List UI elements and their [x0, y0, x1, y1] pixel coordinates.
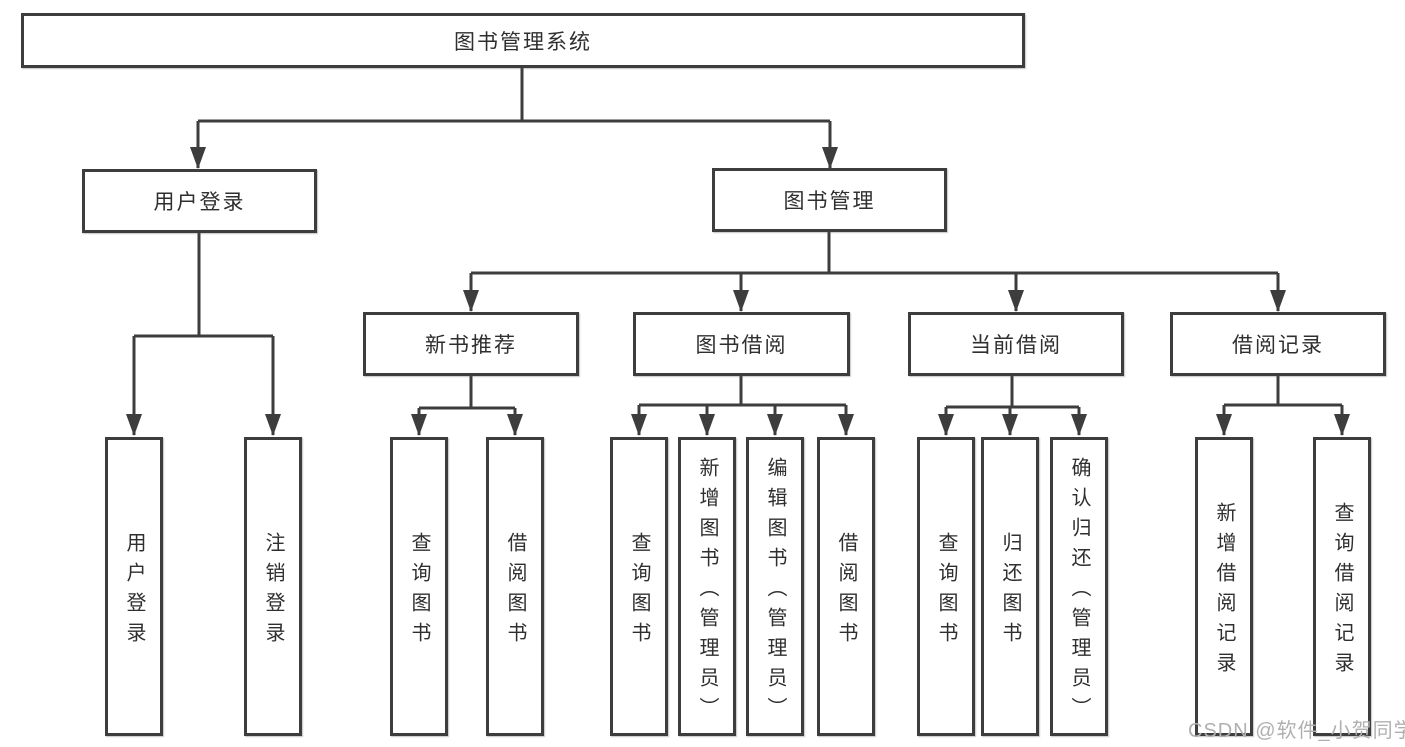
- node-leaf-records-add-record: 新增借阅记录: [1195, 437, 1253, 736]
- node-root-system: 图书管理系统: [21, 13, 1025, 68]
- node-leaf-borrow-query-books-label: 查询图书: [628, 531, 650, 652]
- watermark: CSDN @软件_小贺同学: [1188, 720, 1405, 742]
- node-book-borrowing: 图书借阅: [633, 312, 850, 376]
- node-leaf-user-login: 用户登录: [105, 437, 163, 736]
- node-leaf-current-query-books: 查询图书: [917, 437, 975, 736]
- node-leaf-borrow-edit-books-admin: 编辑图书（管理员）: [746, 437, 804, 736]
- node-leaf-current-return-books: 归还图书: [981, 437, 1039, 736]
- node-leaf-rec-borrow-books: 借阅图书: [486, 437, 544, 736]
- node-leaf-borrow-add-books-admin: 新增图书（管理员）: [678, 437, 736, 736]
- node-borrowing-records-label: 借阅记录: [1232, 334, 1324, 357]
- node-leaf-records-add-record-label: 新增借阅记录: [1213, 501, 1235, 682]
- node-leaf-borrow-borrow-books: 借阅图书: [817, 437, 875, 736]
- node-new-book-recommend: 新书推荐: [363, 312, 579, 376]
- node-user-login-label: 用户登录: [153, 191, 246, 214]
- node-leaf-borrow-add-books-admin-label: 新增图书（管理员）: [696, 456, 718, 727]
- tree-branch-lines: [134, 68, 1342, 410]
- node-leaf-rec-borrow-books-label: 借阅图书: [504, 531, 526, 652]
- node-leaf-user-login-label: 用户登录: [123, 531, 145, 652]
- node-book-management: 图书管理: [712, 168, 947, 232]
- node-current-borrowing: 当前借阅: [908, 312, 1124, 376]
- node-current-borrowing-label: 当前借阅: [970, 334, 1062, 357]
- node-leaf-current-confirm-return-admin: 确认归还（管理员）: [1050, 437, 1108, 736]
- node-leaf-current-confirm-return-admin-label: 确认归还（管理员）: [1068, 456, 1090, 727]
- node-book-management-label: 图书管理: [783, 190, 876, 213]
- node-leaf-rec-query-books-label: 查询图书: [408, 531, 430, 652]
- node-leaf-current-return-books-label: 归还图书: [999, 531, 1021, 652]
- node-leaf-current-query-books-label: 查询图书: [935, 531, 957, 652]
- node-leaf-records-query-record-label: 查询借阅记录: [1331, 501, 1353, 682]
- tree-arrows: [126, 121, 1350, 436]
- node-leaf-borrow-borrow-books-label: 借阅图书: [835, 531, 857, 652]
- node-borrowing-records: 借阅记录: [1170, 312, 1386, 376]
- node-leaf-logout: 注销登录: [244, 437, 302, 736]
- node-new-book-recommend-label: 新书推荐: [425, 334, 517, 357]
- node-leaf-rec-query-books: 查询图书: [390, 437, 448, 736]
- node-leaf-borrow-edit-books-admin-label: 编辑图书（管理员）: [764, 456, 786, 727]
- node-leaf-borrow-query-books: 查询图书: [610, 437, 668, 736]
- node-root-system-label: 图书管理系统: [454, 30, 592, 54]
- node-leaf-logout-label: 注销登录: [262, 531, 284, 652]
- node-user-login: 用户登录: [82, 169, 317, 233]
- node-book-borrowing-label: 图书借阅: [695, 334, 788, 357]
- node-leaf-records-query-record: 查询借阅记录: [1313, 437, 1371, 736]
